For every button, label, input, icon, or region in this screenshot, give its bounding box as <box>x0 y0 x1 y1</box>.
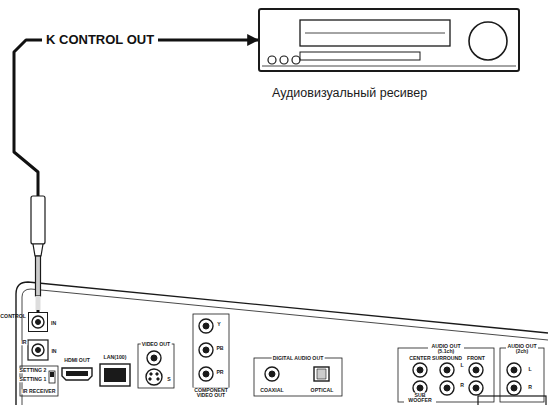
jack-label: IN <box>51 321 56 326</box>
panel-label: COAXIAL <box>259 388 284 393</box>
jacks <box>20 314 544 402</box>
panel-label: Y <box>216 322 221 327</box>
panel-label: L <box>459 363 464 368</box>
panel-label: SETTING 2 <box>19 368 48 373</box>
player-back-panel <box>16 282 548 405</box>
panel-label: R <box>527 385 533 390</box>
jack-label: CONTROL <box>0 314 26 319</box>
panel-label: DIGITAL AUDIO OUT <box>272 356 325 361</box>
panel-label: PB <box>215 346 224 351</box>
av-receiver: Аудиовизуальный ресивер <box>258 8 520 72</box>
control-in-jack: CONTROLIN <box>28 312 48 332</box>
panel-label: CENTER <box>408 356 431 361</box>
panel-label: IR RECEIVER <box>21 389 56 394</box>
panel-label: COMPONENT VIDEO OUT <box>191 388 231 399</box>
panel-label: SUB WOOFER <box>404 393 436 404</box>
panel-label: LAN(100) <box>103 355 128 360</box>
panel-label: OPTICAL <box>310 388 335 393</box>
receiver-drawing <box>262 20 516 66</box>
panel-label: S <box>166 377 171 382</box>
panel-label: IN <box>50 349 57 354</box>
panel-label: AUDIO OUT (5.1ch) <box>428 344 464 355</box>
panel-label: SURROUND <box>431 356 463 361</box>
panel-label: L <box>527 367 532 372</box>
panel-label: FRONT <box>466 356 486 361</box>
panel-label: VIDEO OUT <box>141 342 172 347</box>
device-caption: Аудиовизуальный ресивер <box>272 86 427 100</box>
panel-label: SETTING 1 <box>19 377 48 382</box>
panel-label: R <box>459 383 465 388</box>
edge-label: K CONTROL OUT <box>42 32 158 47</box>
panel-label: AUDIO OUT (2ch) <box>506 344 538 355</box>
panel-label: PR <box>215 370 224 375</box>
mini-plug <box>31 196 45 310</box>
panel-label: HDMI OUT <box>63 358 91 363</box>
panel-label: IR <box>20 340 27 345</box>
control-cable <box>14 40 258 312</box>
